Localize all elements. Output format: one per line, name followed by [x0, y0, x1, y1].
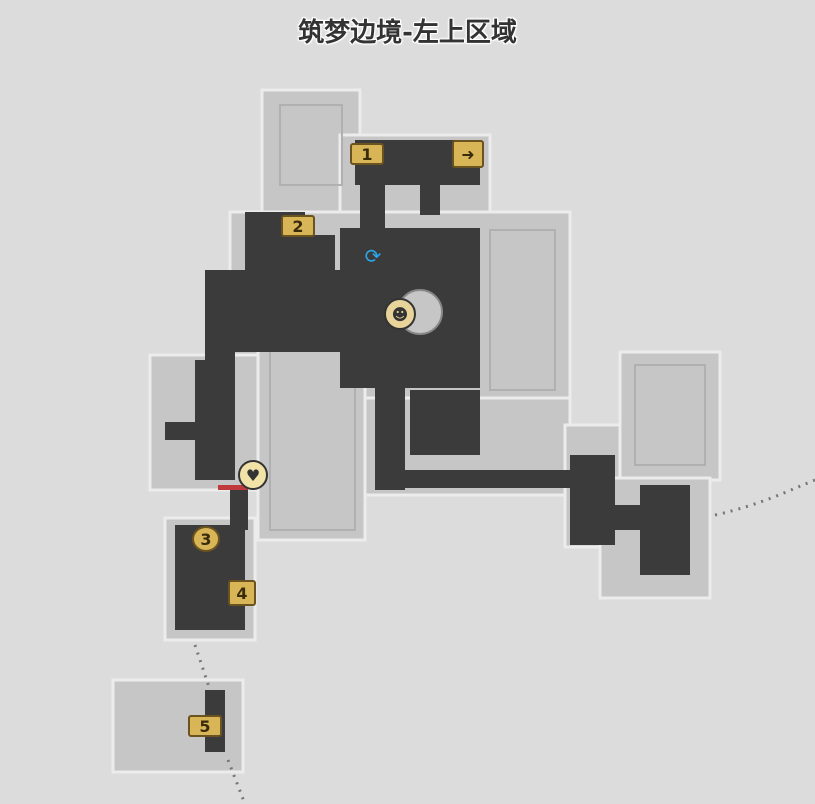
character-icon[interactable]: ☻: [384, 298, 416, 330]
chest-number: 1: [361, 144, 373, 164]
chest-marker-5[interactable]: 5: [188, 715, 222, 737]
chest-number: 5: [199, 716, 211, 736]
chest-marker-4[interactable]: 4: [228, 580, 256, 606]
chest-marker-3[interactable]: 3: [192, 526, 220, 552]
dotted-paths: [193, 478, 815, 804]
chest-marker-2[interactable]: 2: [281, 215, 315, 237]
heart-icon[interactable]: ♥: [238, 460, 268, 490]
locked-door[interactable]: [218, 485, 248, 490]
map-title: 筑梦边境-左上区域: [298, 18, 517, 48]
chest-number: 3: [200, 529, 212, 549]
exit-icon[interactable]: ➜: [452, 140, 484, 168]
space-anchor-icon[interactable]: ⟳: [364, 244, 382, 268]
chest-number: 4: [236, 583, 248, 603]
chest-marker-1[interactable]: 1: [350, 143, 384, 165]
chest-number: 2: [292, 216, 304, 236]
